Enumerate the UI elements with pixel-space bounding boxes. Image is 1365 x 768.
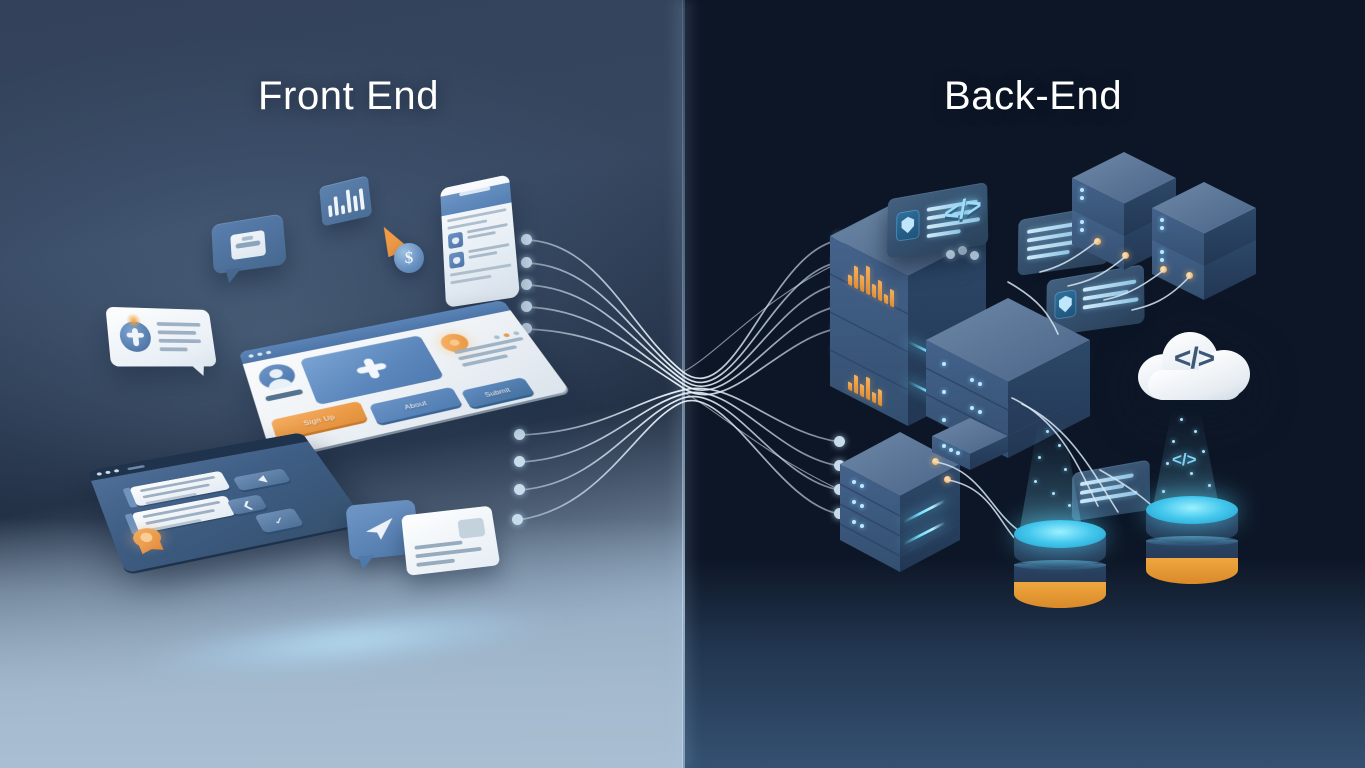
wire-node bbox=[834, 484, 845, 495]
list-thumbnail-icon bbox=[447, 231, 464, 250]
wire-node bbox=[512, 514, 523, 525]
info-bubble-text bbox=[156, 322, 204, 356]
window-dot bbox=[512, 330, 521, 336]
wire-node bbox=[521, 279, 532, 290]
chart-bar bbox=[333, 196, 339, 216]
cloud-shape bbox=[1132, 326, 1256, 402]
info-bubble-body bbox=[105, 306, 218, 367]
titlebar-label bbox=[126, 464, 146, 471]
cable-connector bbox=[1160, 266, 1167, 273]
window-dot bbox=[265, 350, 272, 355]
chart-bar bbox=[358, 188, 365, 211]
server-stack-shape bbox=[1152, 182, 1256, 300]
server-rack-left-shape bbox=[839, 432, 961, 572]
panel-text-line bbox=[1026, 249, 1070, 261]
db-top-cap bbox=[1014, 520, 1106, 548]
user-avatar bbox=[255, 361, 299, 392]
database-body bbox=[1146, 496, 1238, 594]
center-divider bbox=[682, 0, 685, 768]
window-dot bbox=[113, 468, 120, 473]
cable-connector bbox=[944, 476, 951, 483]
server-stack-top-right[interactable] bbox=[1152, 182, 1272, 317]
window-dot bbox=[256, 352, 263, 357]
db-top-cap bbox=[1146, 496, 1238, 524]
cable-connector bbox=[1122, 252, 1129, 259]
mobile-list-card-body bbox=[440, 174, 520, 308]
chart-bar bbox=[352, 195, 358, 212]
database-cylinder-left[interactable] bbox=[1014, 520, 1106, 618]
db-seam bbox=[1014, 560, 1106, 570]
server-node-small-shape bbox=[932, 418, 1008, 470]
window-dot bbox=[104, 470, 111, 475]
wire-node bbox=[521, 234, 532, 245]
window-dot bbox=[248, 353, 255, 359]
wire-node bbox=[834, 460, 845, 471]
wire-node bbox=[521, 301, 532, 312]
check-button[interactable]: ✓ bbox=[254, 507, 305, 534]
preview-text-line bbox=[416, 558, 455, 567]
back-end-title: Back-End bbox=[944, 74, 1123, 118]
db-band-amber bbox=[1014, 582, 1106, 608]
front-end-title: Front End bbox=[258, 74, 440, 118]
play-icon bbox=[255, 475, 268, 484]
server-rack-left[interactable] bbox=[839, 432, 980, 607]
send-bubble-body bbox=[345, 499, 422, 561]
spark-icon bbox=[125, 312, 143, 329]
stream-code-text: </> bbox=[1172, 450, 1197, 469]
preview-text-line bbox=[415, 546, 482, 559]
shield-icon bbox=[901, 216, 914, 234]
pinwheel-icon bbox=[352, 356, 390, 382]
cable-connector bbox=[1094, 238, 1101, 245]
paper-plane-icon bbox=[364, 517, 395, 542]
wire-node bbox=[514, 484, 525, 495]
list-text-line bbox=[450, 274, 491, 285]
database-cylinder-right[interactable] bbox=[1146, 496, 1238, 594]
send-message-bubble[interactable] bbox=[345, 499, 422, 564]
credit-card-icon bbox=[230, 229, 267, 261]
server-node-small[interactable] bbox=[932, 418, 1022, 483]
message-preview-body bbox=[401, 505, 501, 576]
wire-node bbox=[521, 257, 532, 268]
dollar-coin-icon: $ bbox=[394, 243, 424, 273]
shield-icon-box bbox=[896, 209, 920, 242]
play-button[interactable] bbox=[232, 468, 292, 492]
mobile-list-card[interactable] bbox=[440, 174, 520, 308]
window-dot bbox=[96, 472, 103, 476]
chat-bubble-payment-card[interactable] bbox=[211, 213, 287, 278]
back-button[interactable]: ❮ bbox=[226, 494, 268, 516]
about-button[interactable]: About bbox=[368, 386, 463, 425]
chart-bar bbox=[340, 205, 345, 215]
preview-text-line bbox=[414, 540, 463, 550]
db-band-amber bbox=[1146, 558, 1238, 584]
wire-node bbox=[834, 436, 845, 447]
signup-button[interactable]: Sign Up bbox=[270, 400, 368, 441]
list-text bbox=[468, 243, 510, 262]
db-seam bbox=[1146, 536, 1238, 546]
chevron-left-icon: ❮ bbox=[239, 498, 256, 511]
dollar-coin-symbol: $ bbox=[394, 243, 424, 273]
avatar-label-bar bbox=[264, 388, 304, 402]
cable-connector bbox=[1186, 272, 1193, 279]
cloud-code-text: </> bbox=[1173, 342, 1215, 375]
wire-node bbox=[834, 508, 845, 519]
chart-bar bbox=[345, 189, 352, 214]
wire-node bbox=[514, 429, 525, 440]
window-dot bbox=[502, 332, 511, 338]
list-thumbnail-icon bbox=[448, 251, 465, 269]
preview-thumbnail bbox=[457, 517, 486, 539]
cloud-code-icon[interactable]: </> bbox=[1132, 326, 1256, 418]
info-bubble-notification[interactable] bbox=[105, 306, 218, 367]
panel-text-line bbox=[1080, 473, 1134, 487]
chat-bubble-body bbox=[211, 213, 287, 275]
wire-node bbox=[521, 323, 532, 334]
chart-bar bbox=[327, 205, 333, 218]
cable-connector bbox=[932, 458, 939, 465]
check-icon: ✓ bbox=[270, 514, 288, 527]
database-body bbox=[1014, 520, 1106, 618]
window-dot bbox=[493, 334, 501, 340]
message-preview-card[interactable] bbox=[401, 505, 501, 576]
wire-node bbox=[514, 456, 525, 467]
